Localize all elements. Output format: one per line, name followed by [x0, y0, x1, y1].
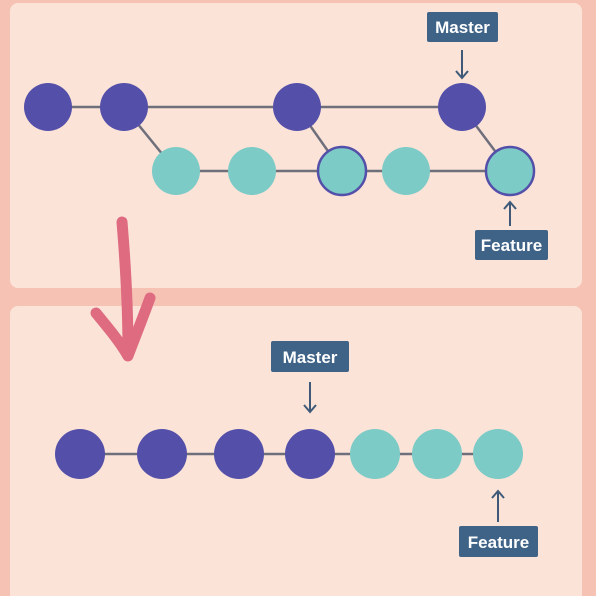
- feature-label: Feature: [481, 236, 542, 255]
- pointer-arrow-head: [455, 70, 469, 80]
- transition-arrow: [90, 216, 156, 362]
- master-commit: [24, 83, 72, 131]
- merge-commit: [316, 145, 368, 197]
- feature-label-box: [475, 230, 548, 260]
- before-feature-commits: [152, 145, 536, 197]
- feature-commit: [350, 429, 400, 479]
- master-label: Master: [435, 18, 490, 37]
- merge-commit: [484, 145, 536, 197]
- pointer-arrow-head: [491, 489, 505, 499]
- master-label-box: [427, 12, 498, 42]
- feature-commit: [412, 429, 462, 479]
- feature-commit: [228, 147, 276, 195]
- before-panel: [10, 3, 582, 288]
- after-master-pointer: Master: [271, 341, 349, 414]
- transition-arrow-head: [90, 292, 156, 362]
- master-commit: [438, 83, 486, 131]
- before-master-pointer: Master: [427, 12, 498, 80]
- feature-label-box: [459, 526, 538, 557]
- before-feature-pointer: Feature: [475, 200, 548, 260]
- master-label: Master: [283, 348, 338, 367]
- feature-commit: [382, 147, 430, 195]
- master-commit: [137, 429, 187, 479]
- master-commit: [55, 429, 105, 479]
- master-commit: [285, 429, 335, 479]
- master-commit: [273, 83, 321, 131]
- pointer-arrow-head: [503, 200, 517, 210]
- after-master-commits: [55, 429, 335, 479]
- feature-label: Feature: [468, 533, 529, 552]
- feature-commit: [152, 147, 200, 195]
- after-feature-commits: [350, 429, 523, 479]
- master-commit: [214, 429, 264, 479]
- pointer-arrow-head: [303, 404, 317, 414]
- master-label-box: [271, 341, 349, 372]
- master-commit: [100, 83, 148, 131]
- before-master-commits: [24, 83, 486, 131]
- feature-commit: [473, 429, 523, 479]
- after-feature-pointer: Feature: [459, 489, 538, 557]
- transition-arrow-shaft: [116, 216, 134, 358]
